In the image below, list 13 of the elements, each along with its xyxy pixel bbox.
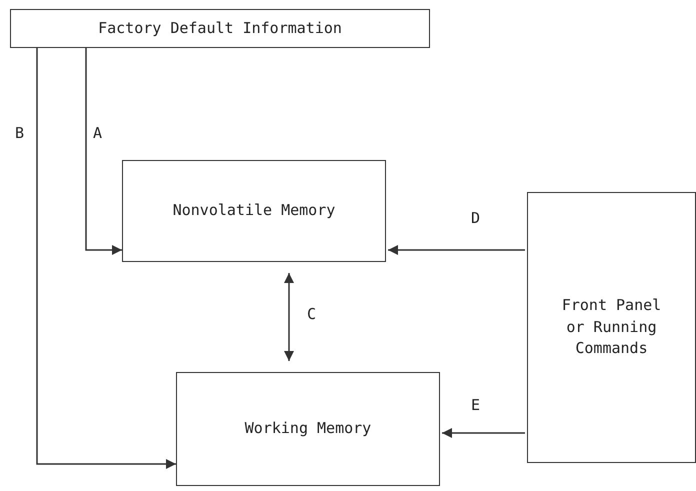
box-label: Working Memory [244, 418, 372, 440]
box-label: Front Panel or Running Commands [560, 294, 662, 360]
process-box [527, 192, 696, 463]
box-label: Nonvolatile Memory [172, 200, 336, 222]
arrow [442, 428, 525, 438]
process-box [10, 9, 430, 48]
arrow [388, 245, 525, 255]
arrow [85, 48, 122, 255]
arrow [36, 48, 176, 469]
process-box [122, 160, 386, 262]
arrow [284, 273, 294, 361]
box-label: Factory Default Information [97, 18, 343, 39]
process-box [176, 372, 440, 486]
